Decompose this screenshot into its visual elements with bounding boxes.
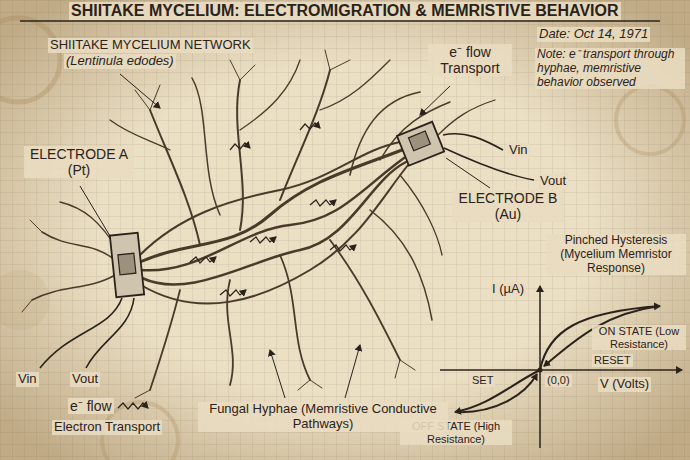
hypha [400,175,442,255]
signal-name: Vout [538,174,568,189]
legend-label: e⁻ flow [68,398,114,414]
page-title: SHIITAKE MYCELIUM: ELECTROMIGRATION & ME… [69,2,621,20]
signal-name: Vin [16,372,39,387]
signal-name: Vin [507,143,530,158]
observation-note: Note: e⁻ transport through hyphae, memri… [535,48,685,89]
hypha-tip [22,50,415,398]
hypha [150,290,180,390]
wire [443,134,503,150]
flow-label: e⁻ flow Transport [428,44,512,76]
legend-squiggle [118,403,148,409]
v-axis [440,369,682,371]
state-label: SET [470,374,495,387]
coffee-stain [616,86,684,154]
coffee-stain [0,18,60,102]
legend-label: Electron Transport [52,420,162,435]
origin-label: (0,0) [545,374,572,387]
wire [86,298,134,368]
leader-line [120,74,160,108]
electron-flow-arrow [220,290,246,296]
hypha [60,202,118,250]
hypha [370,210,432,320]
electron-flow-arrow [310,200,336,206]
wire [40,298,122,368]
electron-flow-arrow [330,245,356,251]
leader-line [270,350,285,398]
state-label: RESET [592,354,633,367]
axis-label: V (Volts) [598,377,651,392]
hypha [330,240,400,360]
electron-flow-arrow [250,237,276,243]
leader-line [420,86,450,115]
electrode-a [110,233,144,298]
network-label: SHIITAKE MYCELIUM NETWORK [48,38,253,53]
state-label: ON STATE (Low Resistance) [592,325,686,350]
date-note: Date: Oct 14, 1971 [537,27,650,42]
electron-flow-arrow [300,123,320,130]
hypha [140,142,400,255]
electron-flow-arrow [190,257,216,263]
hypha [438,100,495,135]
electron-flow-arrow [230,143,250,150]
electrode-b-body [397,122,444,166]
leader-line [345,345,360,398]
leader-line [80,186,110,236]
hypha [280,70,330,200]
signal-name: Vout [70,372,100,387]
hypha [192,78,220,215]
origin-dot [538,368,543,373]
hypha [237,80,243,230]
electrode-a-clip [118,253,136,275]
electrode-b-clip [408,131,430,151]
hypha [140,158,404,270]
hypha [280,255,310,380]
species-label: (Lentinula edodes) [64,54,176,69]
chart-title: Pinched Hysteresis (Mycelium Memristor R… [546,234,686,275]
title-underline [20,20,660,22]
electrode-b [397,122,444,166]
electrode-label: ELECTRODE B (Au) [452,190,564,222]
hyphae-label: Fungal Hyphae (Memristive Conductive Pat… [198,402,448,432]
hypha [140,150,402,262]
electrode-a-body [110,233,144,298]
hysteresis-curve [455,374,537,412]
hysteresis-curve [455,370,540,412]
coffee-stain [0,270,50,330]
leader-line [446,158,490,188]
axis-label: I (µA) [490,282,526,297]
hypha [320,60,390,110]
hypha [42,232,115,260]
hypha [150,110,200,245]
hypha [32,275,115,300]
electrode-label: ELECTRODE A (Pt) [24,146,134,178]
